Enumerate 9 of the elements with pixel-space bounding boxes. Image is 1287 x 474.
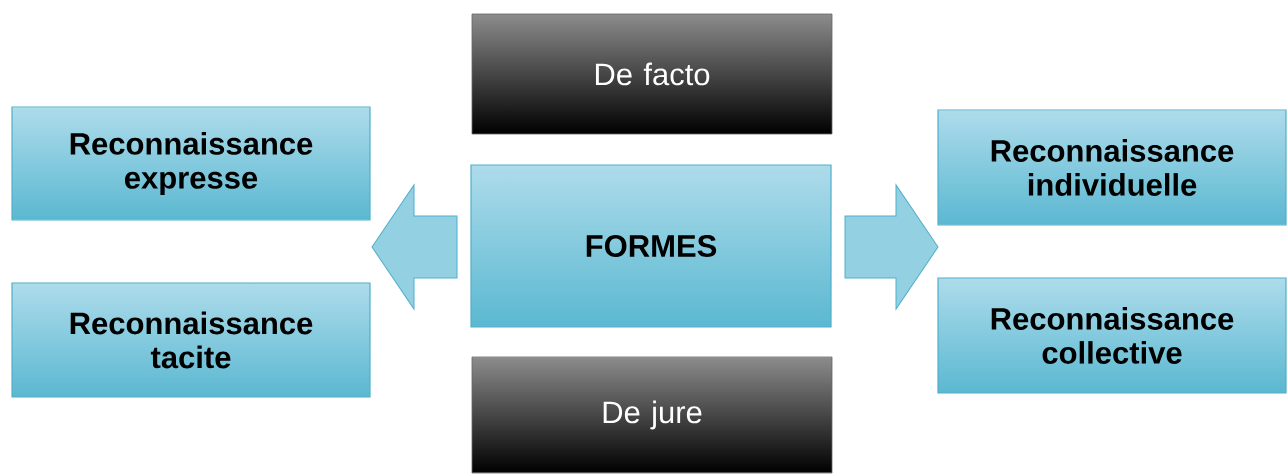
header-box: De facto: [471, 13, 833, 135]
text-box: Reconnaissance collective: [937, 277, 1287, 394]
text-box: FORMES: [470, 164, 832, 328]
block-arrow: [844, 184, 939, 310]
block-arrow: [371, 184, 458, 310]
text-box: Reconnaissance tacite: [11, 282, 371, 398]
text-box: Reconnaissance individuelle: [937, 109, 1287, 226]
header-box: De jure: [471, 356, 833, 474]
text-box: Reconnaissance expresse: [11, 106, 371, 221]
